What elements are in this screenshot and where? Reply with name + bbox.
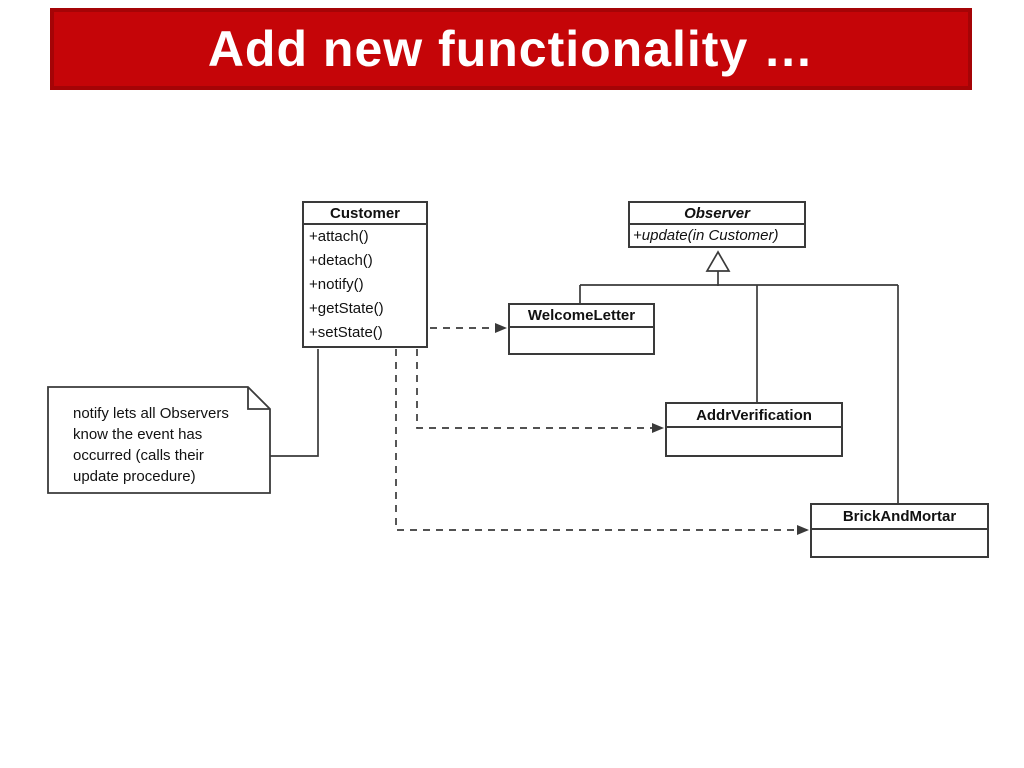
note-text-line: know the event has (73, 426, 203, 443)
class-addrverification-name: AddrVerification (667, 404, 841, 428)
method-notify: +notify() (309, 276, 364, 293)
dependency-arrow-addrverification (416, 349, 664, 433)
method-getstate: +getState() (309, 300, 384, 317)
method-setstate: +setState() (309, 324, 383, 341)
generalization-triangle-icon (705, 250, 731, 272)
class-observer: Observer +update(in Customer) (628, 201, 806, 248)
class-welcomeletter-name: WelcomeLetter (510, 305, 653, 328)
class-brickandmortar: BrickAndMortar (810, 503, 989, 558)
note-text-line: occurred (calls their (73, 447, 204, 464)
class-observer-name: Observer (630, 203, 804, 225)
note-text: notify lets all Observers know the event… (48, 387, 270, 493)
method-attach: +attach() (309, 228, 369, 245)
note-text-line: notify lets all Observers (73, 405, 229, 422)
slide-title: Add new functionality … (207, 21, 815, 77)
note-connector-line (270, 349, 319, 457)
class-customer-name: Customer (304, 203, 426, 225)
class-customer: Customer +attach() +detach() +notify() +… (302, 201, 428, 348)
slide-title-banner: Add new functionality … (50, 8, 972, 90)
class-customer-body: +attach() +detach() +notify() +getState(… (304, 225, 426, 345)
note-text-line: update procedure) (73, 468, 196, 485)
method-detach: +detach() (309, 252, 373, 269)
class-addrverification: AddrVerification (665, 402, 843, 457)
class-observer-body: +update(in Customer) (630, 225, 804, 246)
class-brickandmortar-name: BrickAndMortar (812, 505, 987, 530)
method-update: +update(in Customer) (633, 227, 779, 244)
class-welcomeletter: WelcomeLetter (508, 303, 655, 355)
